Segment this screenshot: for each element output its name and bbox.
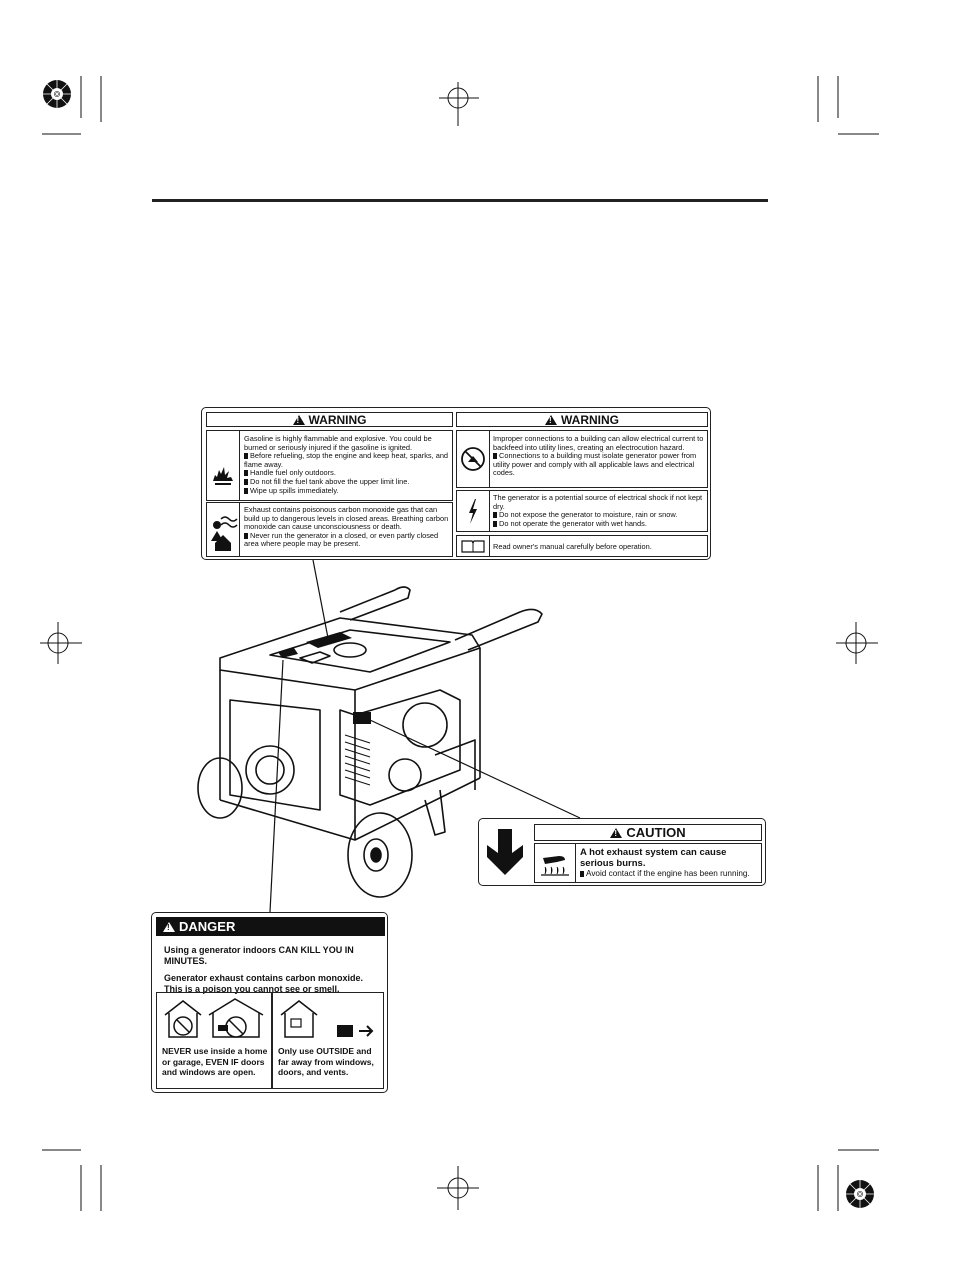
book-icon-graphic bbox=[461, 540, 485, 553]
warning-triangle-icon bbox=[292, 415, 305, 425]
caution-body: A hot exhaust system can cause serious b… bbox=[534, 843, 762, 883]
registration-target-bottom-right bbox=[846, 1180, 874, 1208]
manual-text: Read owner's manual carefully before ope… bbox=[493, 542, 652, 551]
caution-label: CAUTION A hot exhaust system can cause s… bbox=[478, 818, 766, 886]
down-arrow-icon bbox=[483, 825, 527, 881]
danger-line-2: Generator exhaust contains carbon monoxi… bbox=[164, 973, 364, 983]
no-backfeed-icon-graphic bbox=[461, 447, 485, 471]
carbon-monoxide-icon bbox=[207, 503, 240, 556]
warning-label: WARNING Gasoline is highly flammable and… bbox=[201, 407, 711, 560]
gasoline-bullet: Handle fuel only outdoors. bbox=[244, 469, 449, 478]
warning-left-panel: WARNING Gasoline is highly flammable and… bbox=[206, 412, 453, 557]
danger-bottom-left: NEVER use inside a home or garage, EVEN … bbox=[156, 992, 272, 1089]
caution-label-location bbox=[353, 712, 371, 724]
exhaust-row: Exhaust contains poisonous carbon monoxi… bbox=[206, 502, 453, 557]
warning-right-header: WARNING bbox=[456, 412, 708, 427]
danger-line-1: Using a generator indoors CAN KILL YOU I… bbox=[164, 945, 354, 966]
hot-surface-icon-graphic bbox=[541, 856, 569, 876]
no-backfeed-icon bbox=[457, 431, 490, 487]
shock-bullet: Do not operate the generator with wet ha… bbox=[493, 519, 705, 529]
warning-right-header-text: WARNING bbox=[561, 413, 619, 427]
carbon-monoxide-icon-graphic bbox=[211, 516, 238, 551]
connections-row: Improper connections to a building can a… bbox=[456, 430, 708, 488]
fire-icon bbox=[207, 431, 240, 500]
gasoline-row: Gasoline is highly flammable and explosi… bbox=[206, 430, 453, 501]
shock-bullet: Do not expose the generator to moisture,… bbox=[493, 511, 705, 520]
connections-intro: Improper connections to a building can a… bbox=[493, 434, 704, 452]
danger-label: DANGER Using a generator indoors CAN KIL… bbox=[151, 912, 388, 1093]
exhaust-bullet: Never run the generator in a closed, or … bbox=[244, 531, 449, 549]
gasoline-bullet: Wipe up spills immediately. bbox=[244, 486, 449, 496]
exhaust-intro: Exhaust contains poisonous carbon monoxi… bbox=[244, 505, 449, 532]
danger-label-location bbox=[278, 648, 298, 658]
shock-intro: The generator is a potential source of e… bbox=[493, 493, 703, 511]
warning-left-header: WARNING bbox=[206, 412, 453, 427]
fire-icon-graphic bbox=[213, 467, 233, 485]
gasoline-bullet: Do not fill the fuel tank above the uppe… bbox=[244, 477, 449, 487]
never-text: NEVER use inside a home or garage, EVEN … bbox=[162, 1046, 268, 1077]
registration-target-top-left bbox=[43, 80, 71, 108]
caution-triangle-icon bbox=[610, 828, 623, 838]
warning-right-panel: WARNING Improper connections to a buildi… bbox=[456, 412, 708, 557]
danger-bottom-right: Only use OUTSIDE and far away from windo… bbox=[272, 992, 384, 1089]
danger-header-text: DANGER bbox=[179, 919, 236, 934]
manual-row: Read owner's manual carefully before ope… bbox=[456, 535, 708, 557]
warning-label-location bbox=[306, 632, 352, 648]
caution-bullet: Avoid contact if the engine has been run… bbox=[580, 869, 760, 879]
down-arrow-icon-graphic bbox=[487, 829, 523, 875]
warning-left-header-text: WARNING bbox=[308, 413, 367, 427]
outside-text: Only use OUTSIDE and far away from windo… bbox=[278, 1046, 374, 1077]
outside-generator-icon bbox=[280, 1000, 374, 1038]
gasoline-bullet: Before refueling, stop the engine and ke… bbox=[244, 451, 449, 469]
danger-line-3: This is a poison you cannot see or smell… bbox=[164, 984, 340, 994]
danger-triangle-icon bbox=[163, 922, 175, 932]
hot-surface-icon bbox=[535, 844, 576, 882]
no-house-garage-icon bbox=[164, 998, 264, 1038]
caution-main-text: A hot exhaust system can cause serious b… bbox=[580, 847, 727, 869]
danger-header: DANGER bbox=[156, 917, 385, 936]
shock-row: The generator is a potential source of e… bbox=[456, 490, 708, 532]
caution-header-text: CAUTION bbox=[626, 825, 686, 840]
caution-header: CAUTION bbox=[534, 824, 762, 841]
connections-bullet: Connections to a building must isolate g… bbox=[493, 451, 705, 478]
warning-triangle-icon bbox=[545, 415, 557, 425]
header-rule bbox=[152, 199, 768, 202]
lightning-icon bbox=[457, 491, 490, 531]
gasoline-intro: Gasoline is highly flammable and explosi… bbox=[244, 434, 432, 452]
lightning-icon-graphic bbox=[469, 499, 477, 524]
book-icon bbox=[457, 536, 490, 556]
